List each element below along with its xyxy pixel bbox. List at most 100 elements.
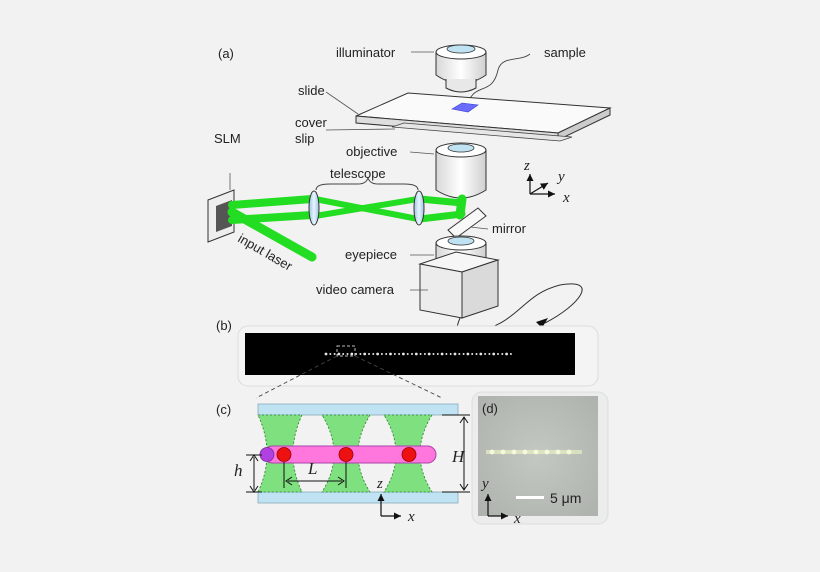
eyepiece-label: eyepiece (345, 247, 397, 262)
particle-spot (489, 449, 495, 455)
trap-spot (505, 352, 508, 356)
telescope-brace (315, 176, 419, 191)
panel-d-label: (d) (482, 401, 498, 416)
panel-b-label: (b) (216, 318, 232, 333)
trap-spot (466, 352, 470, 356)
video-camera-label: video camera (316, 282, 395, 297)
L-label: L (307, 459, 317, 478)
sample-label: sample (544, 45, 586, 60)
sample-patch (451, 102, 479, 113)
panel-c-label: (c) (216, 402, 231, 417)
trap-spot (509, 353, 512, 355)
axis-d-x-label: x (513, 511, 521, 527)
trap-spot (449, 353, 452, 355)
axis-c-x-label: x (407, 509, 415, 525)
cover-label: cover (295, 115, 327, 130)
trap-spot (453, 352, 457, 356)
objective (435, 142, 487, 199)
panel-d-particles (486, 449, 582, 455)
trap-spot (423, 353, 426, 355)
zoom-box (336, 345, 356, 357)
laser-beams (227, 194, 467, 262)
L-dimension (283, 462, 347, 488)
axis-y-label: y (556, 169, 565, 185)
trap-spot (376, 352, 379, 356)
panel-b-image (245, 333, 575, 375)
cover-slip (391, 122, 573, 142)
particle-spot (533, 449, 539, 455)
particle-spot (544, 449, 550, 455)
telescope-lens-left (308, 190, 320, 226)
trap-spot (497, 353, 499, 355)
trap-spot (411, 353, 413, 355)
trap-spot (368, 353, 370, 355)
mirror-label: mirror (492, 221, 527, 236)
axes-d (484, 494, 508, 520)
trap-spot (324, 352, 328, 356)
mirror (447, 207, 487, 239)
trap-spot (471, 353, 474, 355)
particle-3 (401, 447, 417, 462)
trap-spot (359, 353, 362, 355)
trap-spot (488, 353, 491, 355)
scale-bar (516, 496, 544, 499)
trap-spot (406, 353, 409, 355)
slm-label: SLM (214, 131, 241, 146)
slm (207, 189, 235, 243)
scale-bar-label: 5 μm (550, 490, 581, 506)
trap-spot (436, 353, 439, 355)
trap-spot (389, 352, 392, 356)
trap-spot (333, 353, 336, 355)
illuminator (435, 44, 487, 93)
axis-x-label: x (562, 190, 570, 206)
panel-a-label: (a) (218, 46, 234, 61)
optical-traps (257, 414, 433, 493)
trap-spot (363, 352, 367, 356)
H-label: H (451, 447, 466, 466)
trap-spot (346, 353, 349, 355)
trap-spot (475, 353, 478, 355)
input-laser-label: input laser (236, 231, 296, 274)
trap-spot (427, 352, 431, 356)
trap-spot (501, 353, 504, 355)
trap-spot (355, 353, 358, 355)
trap-spot (342, 353, 345, 355)
trap-spot (419, 353, 422, 355)
axes-c (377, 494, 401, 520)
axis-d-y-label: y (480, 476, 489, 492)
trap-spot (385, 353, 388, 355)
trap-spot (329, 353, 332, 355)
telescope-label: telescope (330, 166, 386, 181)
h-dimension (246, 454, 262, 493)
trap-spot (484, 353, 487, 355)
panel-b-trap-spots (324, 352, 512, 356)
objective-label: objective (346, 144, 397, 159)
trap-spot (414, 352, 418, 356)
channel-end-particle (259, 447, 275, 462)
trap-spot (350, 352, 354, 356)
trap-spot (462, 353, 465, 355)
bottom-glass (257, 491, 459, 504)
trap-spot (479, 352, 483, 356)
video-camera (418, 251, 500, 319)
trap-spot (458, 353, 461, 355)
trap-spot (440, 352, 444, 356)
particle-spot (566, 449, 572, 455)
h-label: h (234, 461, 243, 480)
axis-c-z-label: z (376, 476, 383, 492)
slip-label: slip (295, 131, 315, 146)
trap-spot (380, 353, 383, 355)
particle-spot (500, 449, 506, 455)
trap-spot (432, 353, 435, 355)
particle-1 (276, 447, 292, 462)
trap-spot (398, 353, 401, 355)
top-glass (257, 403, 459, 416)
H-dimension (442, 414, 470, 493)
trap-spot (492, 352, 496, 356)
trap-spot (337, 352, 341, 356)
particle-2 (338, 447, 354, 462)
trap-spot (393, 353, 396, 355)
trap-spot (372, 353, 375, 355)
trap-spot (402, 352, 405, 356)
